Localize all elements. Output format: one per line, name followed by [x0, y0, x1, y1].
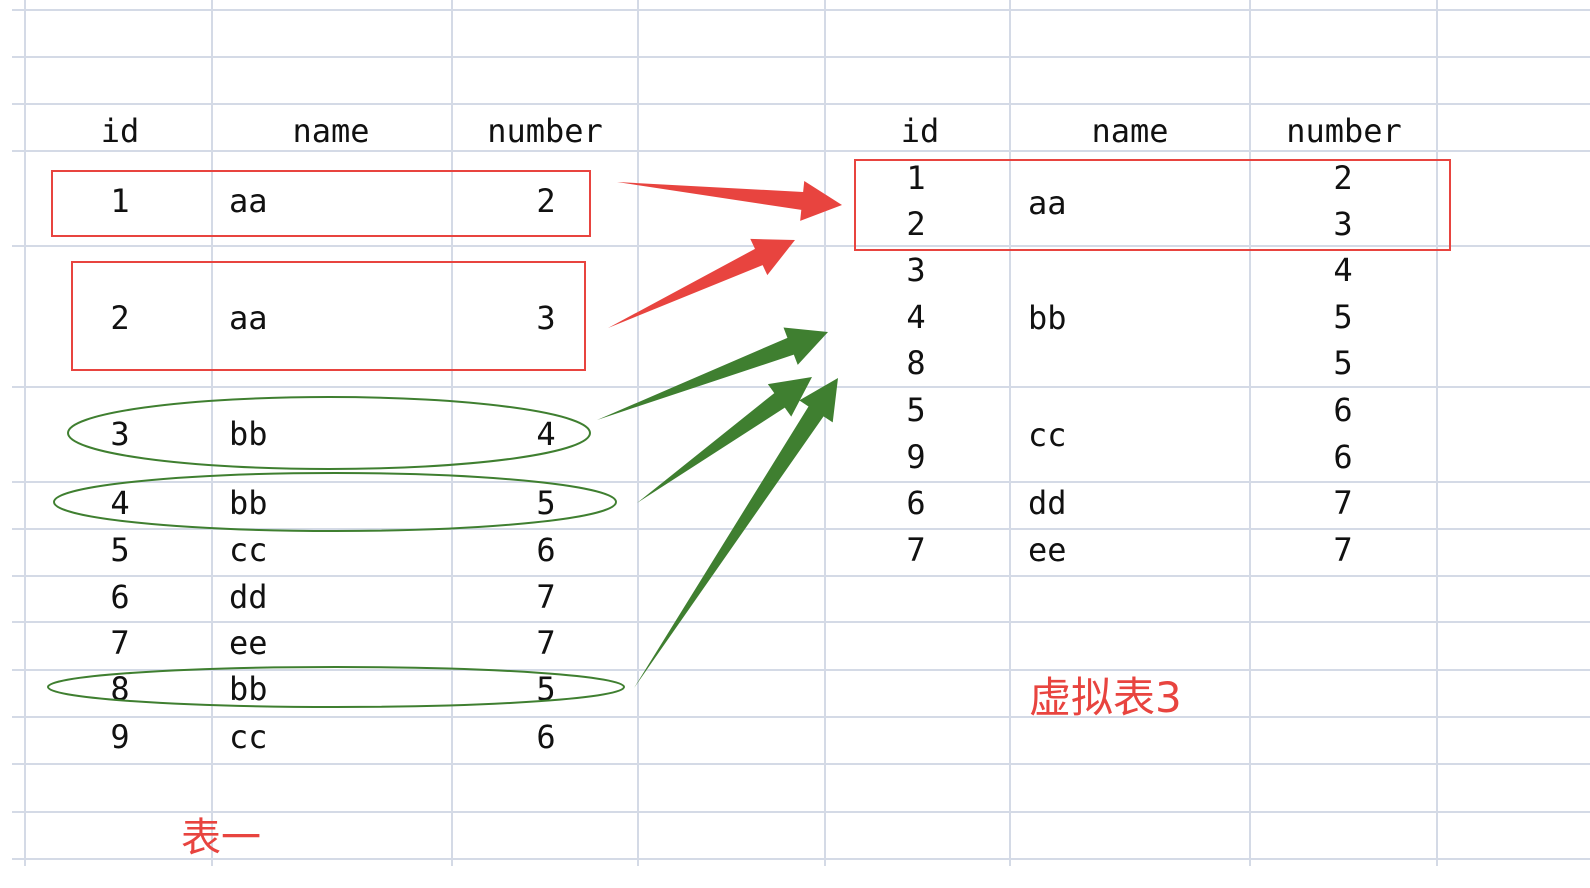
t1-header-name: name: [292, 112, 370, 150]
t3-cell-id: 1: [906, 159, 926, 197]
t1-cell-id: 7: [110, 624, 130, 662]
t3-header-id: id: [900, 112, 940, 150]
table-one-label: 表一: [181, 815, 261, 861]
t1-cell-number: 6: [536, 718, 556, 756]
t1-header-id: id: [100, 112, 140, 150]
t1-cell-number: 5: [536, 670, 556, 708]
t1-cell-number: 5: [536, 484, 556, 522]
t3-cell-number: 5: [1333, 344, 1353, 382]
t3-cell-number: 2: [1333, 159, 1353, 197]
t1-cell-name: cc: [229, 531, 268, 569]
t1-cell-id: 8: [110, 670, 130, 708]
t1-cell-name: bb: [229, 484, 268, 522]
t1-header-number: number: [487, 112, 603, 150]
t3-cell-number: 3: [1333, 205, 1353, 243]
t3-cell-number: 4: [1333, 251, 1353, 289]
t1-cell-number: 7: [536, 624, 556, 662]
t3-cell-name: bb: [1028, 299, 1067, 337]
t1-cell-name: dd: [229, 578, 268, 616]
t1-cell-id: 6: [110, 578, 130, 616]
virtual-table-3-label: 虚拟表3: [1029, 673, 1182, 722]
t1-cell-id: 2: [110, 299, 130, 337]
t3-cell-id: 5: [906, 391, 926, 429]
t1-cell-number: 7: [536, 578, 556, 616]
t1-cell-id: 9: [110, 718, 130, 756]
t3-cell-number: 7: [1333, 531, 1353, 569]
t3-cell-number: 5: [1333, 298, 1353, 336]
t1-cell-name: bb: [229, 415, 268, 453]
t3-cell-id: 9: [906, 438, 926, 476]
t1-cell-id: 1: [110, 182, 130, 220]
t3-cell-id: 6: [906, 484, 926, 522]
t1-cell-id: 3: [110, 415, 130, 453]
t1-cell-id: 4: [110, 484, 130, 522]
t1-cell-name: aa: [229, 182, 268, 220]
t3-cell-name: dd: [1028, 484, 1067, 522]
t3-header-number: number: [1286, 112, 1402, 150]
t3-cell-id: 2: [906, 205, 926, 243]
t3-cell-name: aa: [1028, 184, 1067, 222]
t1-cell-name: bb: [229, 670, 268, 708]
t3-cell-number: 6: [1333, 391, 1353, 429]
t3-header-name: name: [1091, 112, 1169, 150]
t1-cell-number: 3: [536, 299, 556, 337]
t1-cell-id: 5: [110, 531, 130, 569]
t1-cell-number: 4: [536, 415, 556, 453]
t1-cell-number: 6: [536, 531, 556, 569]
t1-cell-number: 2: [536, 182, 556, 220]
t3-cell-id: 3: [906, 251, 926, 289]
t3-cell-id: 4: [906, 298, 926, 336]
t3-cell-number: 7: [1333, 484, 1353, 522]
t3-cell-name: ee: [1028, 531, 1067, 569]
t3-cell-number: 6: [1333, 438, 1353, 476]
t1-cell-name: aa: [229, 299, 268, 337]
t3-cell-id: 8: [906, 344, 926, 382]
t1-cell-name: cc: [229, 718, 268, 756]
t3-cell-name: cc: [1028, 416, 1067, 454]
t3-cell-id: 7: [906, 531, 926, 569]
t1-cell-name: ee: [229, 624, 268, 662]
